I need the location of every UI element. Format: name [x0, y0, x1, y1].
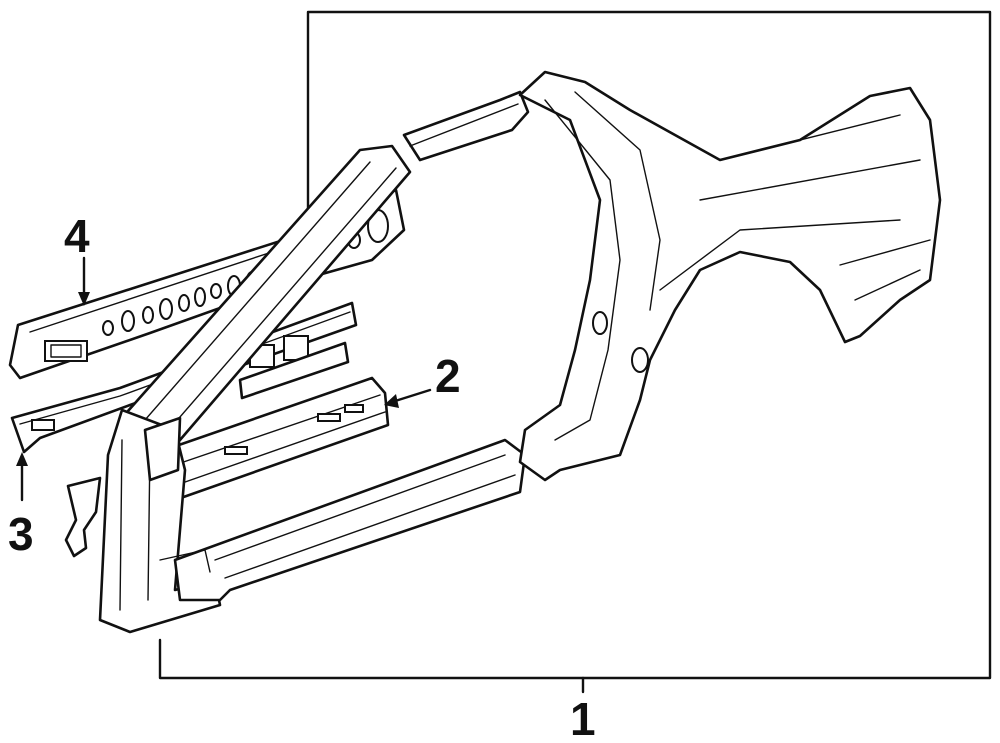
hinge-pillar [98, 408, 222, 634]
callout-3-leader [16, 452, 28, 502]
quarter-panel [518, 70, 942, 482]
roof-rail [402, 90, 530, 162]
callout-1-label: 1 [570, 693, 596, 743]
callout-4-leader [78, 256, 90, 306]
callout-2-label: 2 [435, 350, 461, 402]
callout-3-label: 3 [8, 508, 34, 560]
callout-1-bracket [158, 10, 992, 694]
callout-4-label: 4 [64, 210, 90, 262]
rocker-panel [159, 438, 527, 602]
callout-2-leader [384, 388, 432, 408]
lower-bracket [64, 476, 102, 558]
